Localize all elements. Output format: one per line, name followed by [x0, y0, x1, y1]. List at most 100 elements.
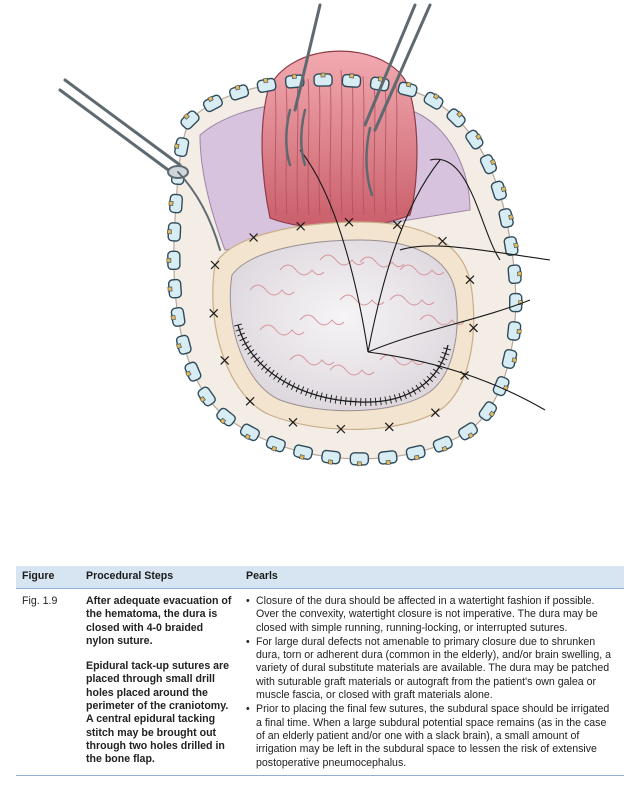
stitch	[439, 356, 448, 361]
stitch	[305, 388, 309, 397]
forceps-left-icon	[58, 78, 221, 251]
tack-up-stitch	[438, 236, 447, 246]
header-procedural-steps: Procedural Steps	[80, 566, 240, 589]
stitch	[426, 375, 434, 383]
scalp-clip	[507, 264, 523, 285]
stitch	[419, 382, 426, 389]
stitch	[314, 391, 318, 400]
stitch	[241, 341, 250, 346]
suture-strands	[299, 149, 551, 411]
stitch	[290, 382, 296, 391]
dural-suture-line	[237, 324, 449, 403]
stitch	[286, 380, 291, 388]
surgical-illustration	[58, 3, 551, 467]
muscle-fiber	[362, 75, 365, 216]
vessel	[389, 294, 435, 306]
scalp-clip	[397, 81, 418, 98]
stitch	[295, 384, 300, 393]
tack-up-stitch	[460, 370, 469, 380]
suture-stitches	[234, 323, 451, 407]
scalp-clip	[167, 278, 183, 299]
scalp-clip	[321, 449, 341, 465]
tack-up-stitch	[296, 221, 306, 231]
stitch	[415, 384, 421, 392]
muscle-fiber	[384, 81, 387, 216]
stitch	[239, 336, 247, 342]
pearl-item: • Closure of the dura should be affected …	[246, 595, 618, 635]
pearl-text: Closure of the dura should be affected i…	[256, 595, 598, 634]
table-row: Fig. 1.9 After adequate evacuation of th…	[16, 588, 624, 776]
scalp-clip	[313, 72, 333, 87]
pearl-text: For large dural defects not amenable to …	[256, 635, 612, 702]
procedure-table: Figure Procedural Steps Pearls Fig. 1.9 …	[16, 566, 624, 776]
muscle-fiber	[340, 69, 343, 216]
scalp-clip	[501, 348, 518, 369]
stitch	[437, 360, 446, 366]
stitch	[398, 393, 402, 401]
header-pearls: Pearls	[240, 566, 624, 589]
stitch	[319, 392, 323, 401]
stitch	[237, 332, 246, 337]
stitch	[264, 366, 271, 374]
table-header-row: Figure Procedural Steps Pearls	[16, 566, 624, 589]
pearl-text: Prior to placing the final few sutures, …	[256, 703, 610, 769]
bullet-icon: •	[246, 595, 250, 607]
tack-up-stitch	[249, 233, 259, 242]
stitch	[234, 323, 242, 327]
stitch	[235, 328, 244, 332]
figure-ref: Fig. 1.9	[16, 588, 80, 776]
stitch	[324, 393, 328, 402]
scalp-clip	[216, 407, 236, 427]
tack-up-stitch	[210, 260, 220, 270]
forceps-center-icon	[285, 3, 322, 167]
tack-up-stitch	[336, 424, 346, 434]
pearls-list: • Closure of the dura should be affected …	[246, 595, 618, 770]
stitch	[261, 363, 268, 371]
muscle-fiber	[318, 75, 321, 216]
stitch	[273, 372, 279, 380]
muscle-fiber	[307, 78, 310, 216]
scalp-clip	[166, 222, 182, 242]
stitch	[247, 349, 255, 355]
vessel	[299, 314, 345, 326]
vessel	[399, 264, 445, 276]
stitch	[443, 347, 451, 351]
stitch	[250, 353, 258, 359]
scalp-clip	[498, 208, 514, 229]
tack-up-stitch	[384, 422, 394, 432]
scalp-clip	[377, 450, 398, 465]
scalp-clip	[265, 435, 286, 453]
scalp-clip	[293, 444, 314, 460]
scalp-clip	[174, 137, 190, 158]
tack-up-stitch	[220, 355, 230, 365]
muscle-fiber	[351, 72, 354, 216]
stitch	[309, 389, 314, 398]
vessel	[419, 314, 465, 326]
stitch	[334, 395, 337, 404]
scalp-clip	[341, 73, 362, 88]
tack-up-stitch	[469, 323, 478, 333]
brain-vessels	[249, 254, 465, 376]
scalp-clip	[256, 77, 277, 94]
tack-up-stitch	[465, 275, 475, 285]
scalp-clip	[479, 154, 498, 175]
muscle-fiber	[395, 84, 398, 216]
bone-edge-clips	[166, 72, 524, 467]
stitch	[349, 397, 352, 406]
stitch	[402, 391, 407, 400]
scalp-clip	[423, 91, 444, 110]
scalp-clip	[284, 73, 305, 89]
scalp-clip	[239, 423, 261, 442]
vessel	[279, 264, 325, 276]
scalp-clip	[492, 376, 510, 397]
bullet-icon: •	[246, 635, 250, 648]
stitch	[374, 397, 377, 406]
stitch	[339, 396, 342, 405]
stitch	[344, 396, 347, 406]
stitch	[423, 379, 430, 386]
scalp-clip	[349, 452, 370, 467]
brain-surface	[229, 239, 458, 412]
stitch	[244, 345, 252, 351]
scalp-clip	[197, 386, 216, 407]
procedural-steps-cell: After adequate evacuation of the hematom…	[80, 588, 240, 776]
